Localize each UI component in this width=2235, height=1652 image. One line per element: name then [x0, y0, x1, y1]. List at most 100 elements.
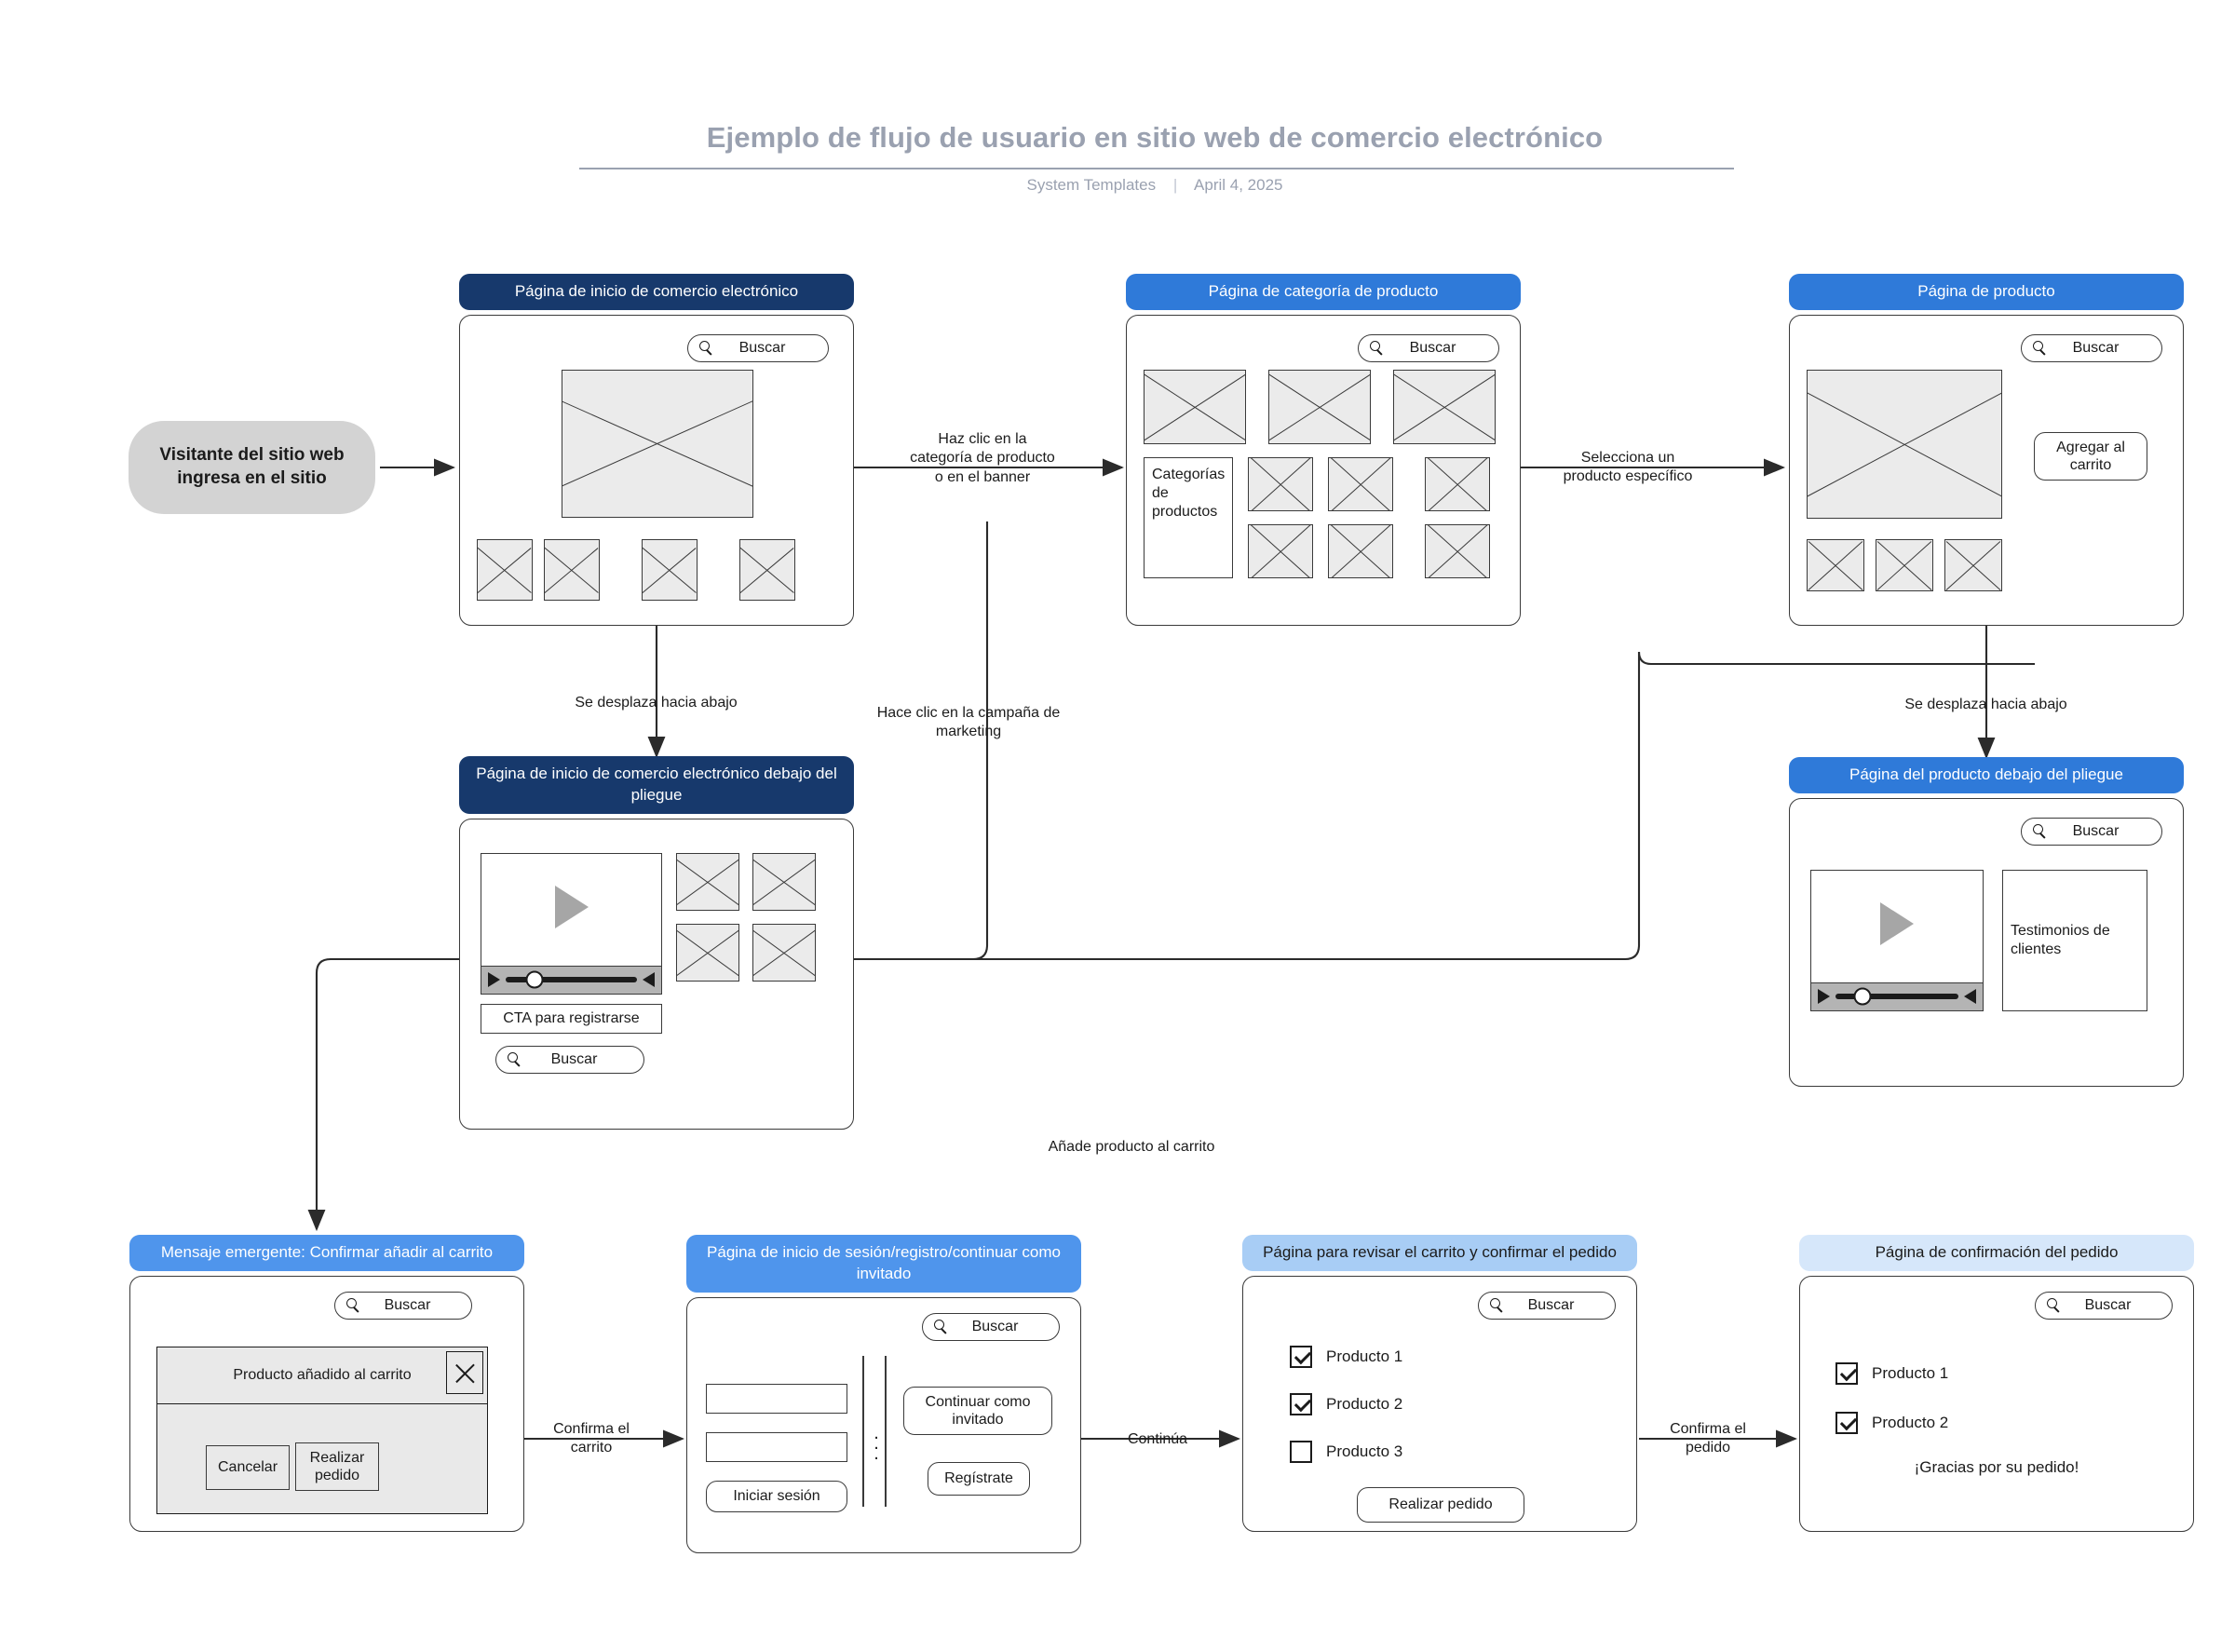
- confirm-item-row: Producto 2: [1835, 1411, 1948, 1434]
- search-field-home[interactable]: Buscar: [687, 333, 829, 362]
- product-thumb-placeholder: [1876, 538, 1933, 591]
- video-progress-knob[interactable]: [525, 970, 544, 989]
- promo-tile-placeholder: [676, 923, 739, 982]
- password-field[interactable]: [706, 1431, 847, 1462]
- search-field-login[interactable]: Buscar: [922, 1312, 1060, 1341]
- node-product-fold-header: Página del producto debajo del pliegue: [1789, 757, 2184, 793]
- cart-item-label: Producto 2: [1326, 1394, 1403, 1413]
- video-progress-knob[interactable]: [1853, 987, 1872, 1006]
- node-home-below-fold[interactable]: Página de inicio de comercio electrónico…: [459, 756, 854, 1130]
- search-field-popup[interactable]: Buscar: [334, 1291, 472, 1320]
- product-tile-placeholder: [1425, 456, 1490, 511]
- node-category-header: Página de categoría de producto: [1126, 274, 1521, 310]
- search-placeholder: Buscar: [1527, 1296, 1575, 1313]
- thumb-placeholder: [477, 538, 533, 601]
- node-product-page[interactable]: Página de producto Buscar Agregar al car…: [1789, 274, 2184, 626]
- title-divider: [579, 168, 1734, 169]
- hero-image-placeholder: [562, 369, 753, 518]
- node-confirm-body: Buscar Producto 1 Producto 2 ¡Gracias po…: [1799, 1275, 2194, 1532]
- node-order-confirmation[interactable]: Página de confirmación del pedido Buscar…: [1799, 1235, 2194, 1532]
- cart-item-row[interactable]: Producto 2: [1290, 1392, 1403, 1415]
- node-product-header: Página de producto: [1789, 274, 2184, 310]
- search-icon: [1370, 341, 1384, 355]
- node-login-register-guest[interactable]: Página de inicio de sesión/registro/cont…: [686, 1235, 1081, 1553]
- search-placeholder: Buscar: [1409, 339, 1456, 356]
- place-order-label: Realizar pedido: [309, 1449, 365, 1483]
- node-product-fold-body: Buscar Testimonios de clientes: [1789, 797, 2184, 1087]
- sign-in-label: Iniciar sesión: [733, 1488, 820, 1505]
- edge-label-product-scroll: Se desplaza hacia abajo: [1904, 697, 2067, 712]
- category-tile-placeholder: [1393, 369, 1496, 444]
- cart-item-row[interactable]: Producto 3: [1290, 1440, 1403, 1463]
- search-placeholder: Buscar: [384, 1296, 431, 1313]
- video-progress-track[interactable]: [506, 970, 637, 989]
- video-controls[interactable]: [481, 965, 661, 994]
- search-field-cart[interactable]: Buscar: [1478, 1291, 1616, 1320]
- search-icon: [934, 1320, 948, 1334]
- node-confirm-header: Página de confirmación del pedido: [1799, 1235, 2194, 1271]
- play-button-icon[interactable]: [488, 972, 500, 988]
- product-tile-placeholder: [1425, 523, 1490, 578]
- volume-icon[interactable]: [1964, 989, 1976, 1005]
- continue-as-guest-button[interactable]: Continuar como invitado: [903, 1386, 1052, 1435]
- page-subtitle: System Templates | April 4, 2025: [652, 176, 1658, 195]
- sign-in-button[interactable]: Iniciar sesión: [706, 1480, 847, 1512]
- video-player[interactable]: [481, 852, 662, 995]
- add-to-cart-button[interactable]: Agregar al carrito: [2034, 431, 2147, 481]
- category-tile-placeholder: [1268, 369, 1371, 444]
- cancel-button[interactable]: Cancelar: [206, 1444, 290, 1490]
- video-controls[interactable]: [1811, 982, 1983, 1010]
- search-placeholder: Buscar: [2072, 339, 2120, 356]
- checkbox-producto-3[interactable]: [1290, 1440, 1312, 1463]
- checkbox-producto-1: [1835, 1361, 1858, 1385]
- close-icon[interactable]: [446, 1350, 483, 1394]
- search-field-home-fold[interactable]: Buscar: [495, 1045, 644, 1074]
- customer-testimonials-box: Testimonios de clientes: [2002, 869, 2147, 1011]
- product-main-image-placeholder: [1807, 369, 2002, 519]
- start-label: Visitante del sitio web ingresa en el si…: [159, 445, 345, 488]
- signup-cta-button[interactable]: CTA para registrarse: [481, 1003, 662, 1034]
- search-placeholder: Buscar: [2072, 822, 2120, 839]
- product-tile-placeholder: [1328, 456, 1393, 511]
- node-ecommerce-home[interactable]: Página de inicio de comercio electrónico…: [459, 274, 854, 626]
- play-button-icon[interactable]: [1818, 989, 1830, 1005]
- register-button[interactable]: Regístrate: [928, 1461, 1030, 1496]
- edge-label-category-to-product: Selecciona un producto específico: [1563, 450, 1693, 485]
- node-product-body: Buscar Agregar al carrito: [1789, 314, 2184, 626]
- product-tile-placeholder: [1248, 456, 1313, 511]
- place-order-label: Realizar pedido: [1388, 1496, 1493, 1513]
- search-field-product-fold[interactable]: Buscar: [2021, 817, 2162, 846]
- node-cart-body: Buscar Producto 1 Producto 2 Producto 3 …: [1242, 1275, 1637, 1532]
- search-field-product[interactable]: Buscar: [2021, 333, 2162, 362]
- video-progress-track[interactable]: [1835, 987, 1958, 1006]
- product-thumb-placeholder: [1807, 538, 1864, 591]
- edge-label-marketing-campaign: Hace clic en la campaña de marketing: [876, 705, 1061, 740]
- date-label: April 4, 2025: [1194, 176, 1283, 194]
- search-field-category[interactable]: Buscar: [1358, 333, 1499, 362]
- node-login-header: Página de inicio de sesión/registro/cont…: [686, 1235, 1081, 1293]
- add-to-cart-label: Agregar al carrito: [2056, 439, 2125, 473]
- email-field[interactable]: [706, 1383, 847, 1414]
- node-product-below-fold[interactable]: Página del producto debajo del pliegue B…: [1789, 757, 2184, 1087]
- node-product-category[interactable]: Página de categoría de producto Buscar C…: [1126, 274, 1521, 626]
- checkbox-producto-1[interactable]: [1290, 1345, 1312, 1368]
- search-field-confirm[interactable]: Buscar: [2035, 1291, 2173, 1320]
- cart-item-row[interactable]: Producto 1: [1290, 1345, 1402, 1368]
- place-order-button[interactable]: Realizar pedido: [295, 1442, 379, 1491]
- search-icon: [2047, 1298, 2061, 1312]
- category-sidebar-text: Categorías de productos: [1152, 466, 1226, 520]
- confirm-item-row: Producto 1: [1835, 1361, 1948, 1385]
- place-order-button[interactable]: Realizar pedido: [1357, 1486, 1524, 1523]
- volume-icon[interactable]: [643, 972, 655, 988]
- video-player[interactable]: [1810, 869, 1984, 1011]
- checkbox-producto-2[interactable]: [1290, 1392, 1312, 1415]
- node-add-to-cart-popup[interactable]: Mensaje emergente: Confirmar añadir al c…: [129, 1235, 524, 1532]
- node-home-header: Página de inicio de comercio electrónico: [459, 274, 854, 310]
- cart-item-label: Producto 3: [1326, 1442, 1403, 1460]
- edge-label-confirm-cart: Confirma el carrito: [553, 1421, 630, 1456]
- divider-left: [862, 1355, 864, 1507]
- search-placeholder: Buscar: [971, 1318, 1019, 1334]
- search-icon: [2033, 341, 2047, 355]
- node-cart-review[interactable]: Página para revisar el carrito y confirm…: [1242, 1235, 1637, 1532]
